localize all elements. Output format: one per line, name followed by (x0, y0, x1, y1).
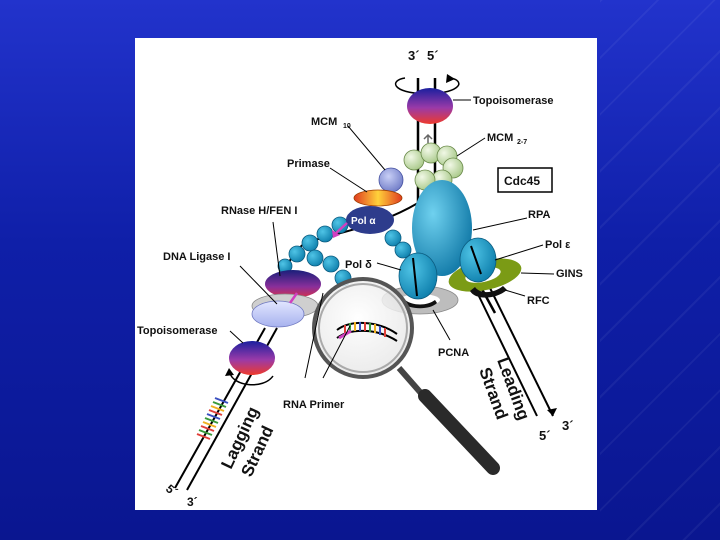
label-mcm2-7-sub: 2-7 (517, 139, 527, 146)
label-pol-epsilon: Pol ε (545, 239, 571, 251)
label-bottom-right-5prime: 5´ (539, 428, 551, 443)
lagging-okazaki-rungs (196, 397, 229, 440)
label-pol-alpha: Pol α (351, 216, 376, 227)
pol-epsilon-shape (459, 237, 497, 283)
label-mcm2-7: MCM (487, 132, 513, 144)
cdc45-shape (412, 180, 472, 276)
rotation-arrowhead-bottom (225, 368, 234, 376)
pol-epsilon-strand (470, 245, 482, 275)
label-bottom-right-3prime: 3´ (562, 418, 574, 433)
rfc-shape (470, 286, 507, 298)
label-gins: GINS (556, 268, 583, 280)
pol-delta-shape (398, 252, 438, 300)
label-leader-lines (229, 99, 555, 379)
magnifying-glass (312, 277, 500, 475)
label-bottom-left-3prime: 3´ (187, 495, 198, 509)
topoisomerase-top-shape (407, 88, 453, 124)
mcm2-7-ring (403, 142, 464, 191)
label-rfc: RFC (527, 295, 550, 307)
replication-fork-diagram-panel: 3´ 5´ Topoisomerase MCM 10 MCM 2-7 Prima… (135, 38, 597, 510)
label-rpa: RPA (528, 209, 550, 221)
rotation-arrow-bottom (229, 372, 274, 386)
primase-shape (353, 189, 403, 207)
pol-alpha-primer-arrow (334, 222, 348, 235)
rotation-arrowhead-top (446, 74, 455, 83)
label-pol-delta: Pol δ (345, 259, 372, 271)
label-mcm10: MCM (311, 116, 337, 128)
cdc45-label-box (497, 167, 553, 193)
mcm-direction-arrow (423, 133, 433, 143)
label-dna-ligase: DNA Ligase I (163, 251, 230, 263)
label-rna-primer: RNA Primer (283, 399, 345, 411)
label-topoisomerase-top: Topoisomerase (473, 95, 554, 107)
dna-ligase-shape (251, 300, 305, 328)
label-top-5prime: 5´ (427, 48, 439, 63)
pol-alpha-shape (346, 206, 394, 234)
leading-arrowhead (547, 408, 557, 416)
label-top-3prime: 3´ (408, 48, 420, 63)
rnase-shape (265, 270, 321, 298)
label-mcm10-sub: 10 (343, 123, 351, 130)
pol-alpha-primer-arrowhead (332, 230, 340, 238)
label-cdc45: Cdc45 (504, 174, 540, 188)
pol-delta-clamp-loader (403, 300, 437, 309)
mcm10-shape (378, 167, 404, 193)
topoisomerase-bottom-shape (229, 341, 275, 375)
slide-background-stripes (600, 0, 720, 540)
pol-delta-strand (412, 257, 418, 297)
label-primase: Primase (287, 158, 330, 170)
ligase-primer-arrow (288, 292, 299, 304)
label-topoisomerase-bottom: Topoisomerase (137, 325, 218, 337)
label-rnase: RNase H/FEN I (221, 205, 297, 217)
leading-strand-line-1 (489, 287, 554, 417)
leading-strand-line-2 (474, 287, 538, 417)
label-pcna: PCNA (438, 347, 469, 359)
replication-fork-diagram: 3´ 5´ Topoisomerase MCM 10 MCM 2-7 Prima… (137, 48, 583, 509)
